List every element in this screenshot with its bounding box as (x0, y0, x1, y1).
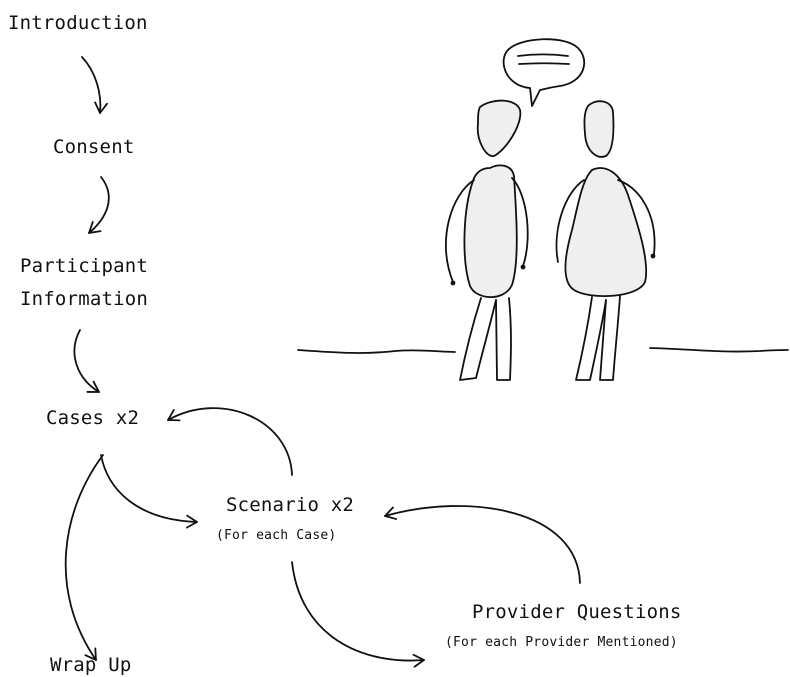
person-right-icon (555, 100, 656, 381)
arrow-scenario-to-cases (167, 407, 293, 476)
node-participant-line1: Participant (20, 255, 149, 277)
arrow-provider-to-scenario (384, 505, 581, 584)
node-participant-line2: Information (20, 288, 149, 310)
speech-bubble-icon (502, 38, 586, 107)
arrow-consent-to-participant (88, 176, 110, 234)
node-scenario: Scenario x2 (226, 494, 355, 516)
node-cases: Cases x2 (46, 407, 140, 429)
ground-line-left (297, 349, 456, 354)
arrow-cases-to-wrapup (64, 454, 104, 661)
node-provider-questions: Provider Questions (472, 601, 682, 623)
node-consent: Consent (53, 136, 135, 158)
node-provider-note: (For each Provider Mentioned) (445, 635, 678, 650)
arrow-cases-to-scenario (100, 454, 198, 529)
ground-line-right (649, 347, 789, 353)
node-introduction: Introduction (8, 12, 148, 34)
arrow-participant-to-cases (73, 329, 100, 393)
node-wrap-up: Wrap Up (50, 654, 132, 676)
arrow-scenario-to-provider (291, 561, 425, 668)
arrow-intro-to-consent (81, 56, 108, 114)
node-scenario-note: (For each Case) (216, 528, 337, 543)
person-left-icon (445, 99, 529, 381)
